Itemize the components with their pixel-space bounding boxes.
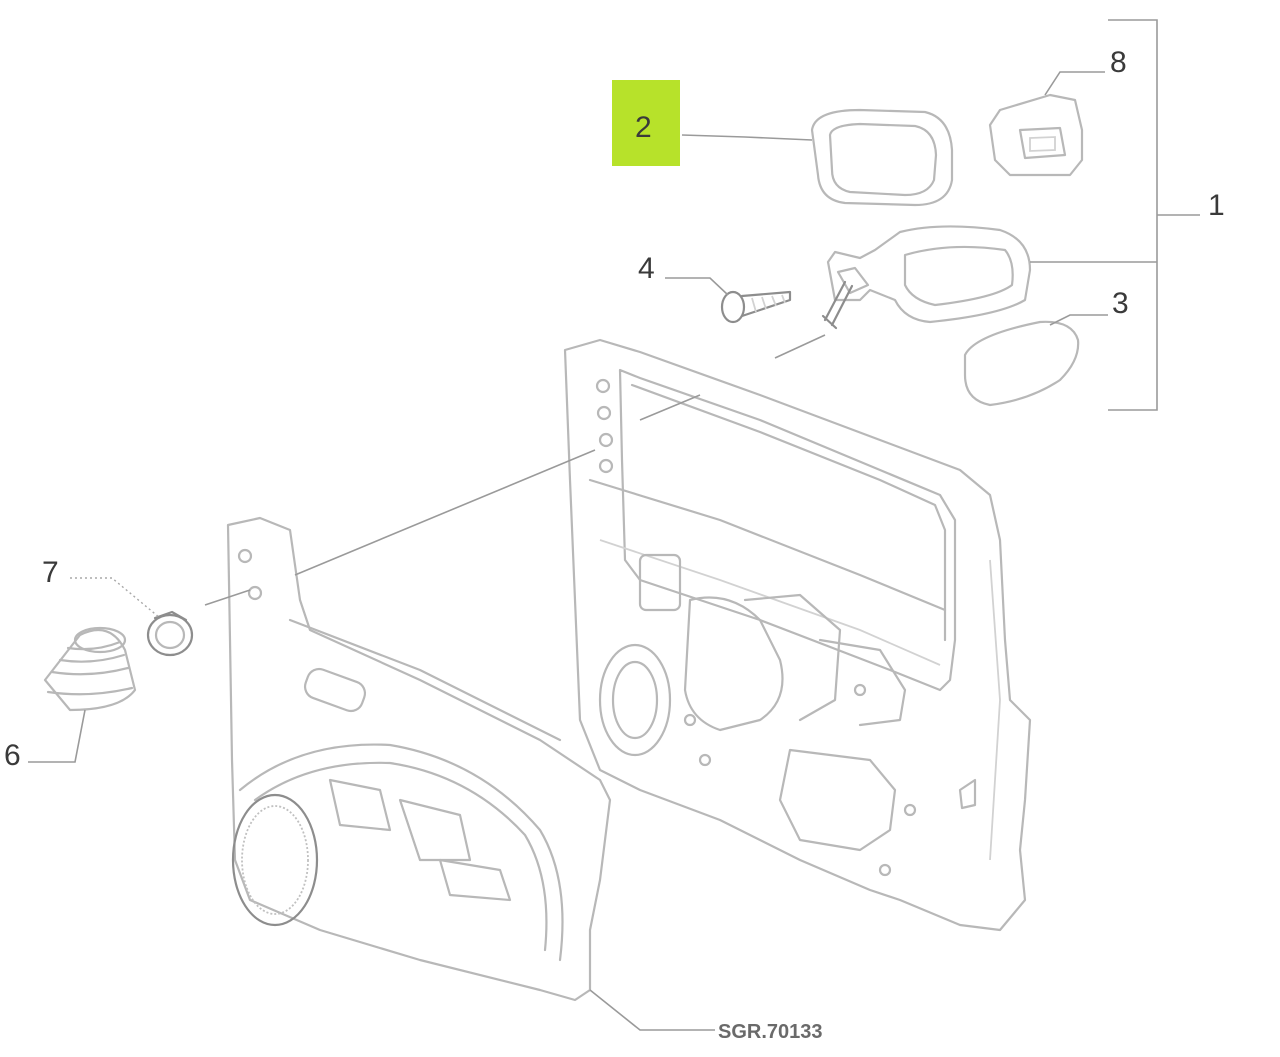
callout-highlight xyxy=(612,80,680,166)
callout-2[interactable]: 2 xyxy=(635,111,652,144)
leader-lines xyxy=(28,71,1157,763)
callout-1[interactable]: 1 xyxy=(1208,189,1225,222)
clip-ring-icon xyxy=(146,610,194,657)
mirror-cap-icon xyxy=(988,93,1084,177)
door-frame-icon xyxy=(563,338,1032,932)
callout-3[interactable]: 3 xyxy=(1112,287,1129,320)
assembly-guides xyxy=(204,334,826,1031)
callout-8[interactable]: 8 xyxy=(1110,46,1127,79)
screw-icon xyxy=(720,290,792,324)
group-bracket xyxy=(1108,19,1200,411)
callout-4[interactable]: 4 xyxy=(638,252,655,285)
drawing-reference: SGR.70133 xyxy=(718,1021,823,1043)
mirror-cover-icon xyxy=(810,108,954,207)
side-mirror-icon xyxy=(821,225,1032,330)
mirror-glass-icon xyxy=(963,320,1080,407)
grommet-icon xyxy=(43,626,137,712)
callout-7[interactable]: 7 xyxy=(42,556,59,589)
callout-6[interactable]: 6 xyxy=(4,739,21,772)
door-trim-panel-icon xyxy=(226,516,612,1002)
